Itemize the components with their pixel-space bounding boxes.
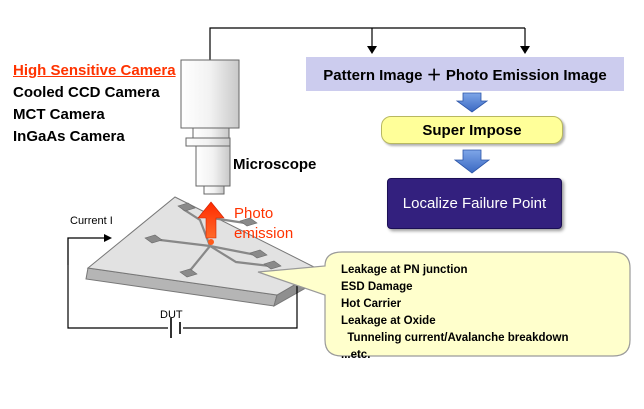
- arrowhead-to-pattern-right: [520, 46, 530, 54]
- photo-emission-arrow: [197, 201, 225, 245]
- pattern-emission-image-box: Pattern Image ＋ Photo Emission Image: [306, 57, 624, 91]
- blue-down-arrow-1: [455, 92, 489, 113]
- failure-cause-item: Leakage at PN junction: [341, 264, 468, 276]
- blue-down-arrow-2: [453, 149, 491, 174]
- current-arrow: [67, 237, 106, 265]
- current-label: Current I: [70, 215, 113, 227]
- failure-cause-item: Hot Carrier: [341, 298, 402, 310]
- failure-cause-item: ...etc.: [341, 349, 371, 361]
- dut-label: DUT: [160, 309, 183, 321]
- photo-emission-label-line1: Photo: [234, 205, 274, 222]
- camera-heading: High Sensitive Camera: [13, 62, 176, 79]
- camera-type-mct: MCT Camera: [13, 106, 105, 123]
- super-impose-box: Super Impose: [381, 116, 563, 144]
- dut-circuit-traces: [151, 208, 271, 274]
- failure-causes-list: Leakage at PN junction ESD Damage Hot Ca…: [341, 262, 568, 364]
- dut-pads: [144, 202, 282, 278]
- microscope-label: Microscope: [233, 156, 317, 173]
- camera-type-cooled-ccd: Cooled CCD Camera: [13, 84, 160, 101]
- battery-icon: [170, 318, 181, 338]
- photo-emission-label-line2: emission: [234, 225, 294, 242]
- callout-bubble: [257, 251, 631, 357]
- failure-cause-item: ESD Damage: [341, 281, 413, 293]
- microscope-icon: [195, 145, 231, 195]
- failure-cause-item: Tunneling current/Avalanche breakdown: [341, 332, 569, 344]
- current-arrowhead: [104, 234, 112, 242]
- arrowhead-to-pattern-left: [367, 46, 377, 54]
- camera-icon: [180, 59, 240, 147]
- localize-failure-point-box: Localize Failure Point: [387, 178, 562, 229]
- failure-cause-item: Leakage at Oxide: [341, 315, 436, 327]
- circuit-loop: [67, 265, 298, 329]
- camera-connector-lines: [209, 27, 526, 60]
- camera-type-ingaas: InGaAs Camera: [13, 128, 125, 145]
